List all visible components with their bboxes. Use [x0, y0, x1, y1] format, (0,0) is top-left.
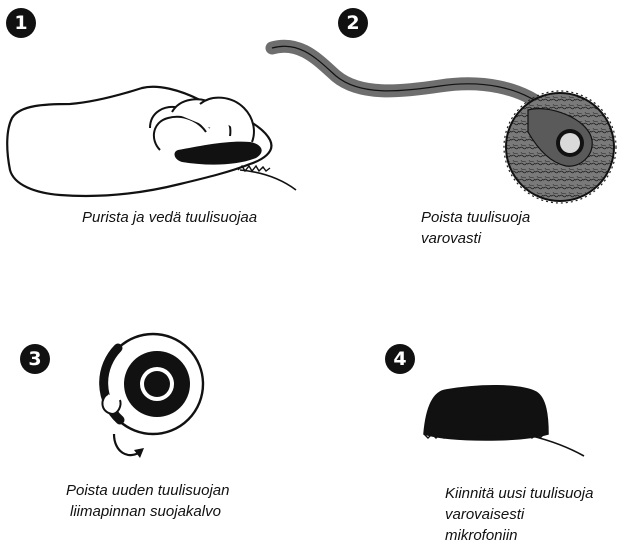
step-4-caption: Kiinnitä uusi tuulisuoja varovaisesti mi… [445, 483, 593, 546]
caption-line: varovaisesti [445, 504, 593, 525]
caption-line: Kiinnitä uusi tuulisuoja [445, 483, 593, 504]
caption-line: mikrofoniin [445, 525, 593, 546]
